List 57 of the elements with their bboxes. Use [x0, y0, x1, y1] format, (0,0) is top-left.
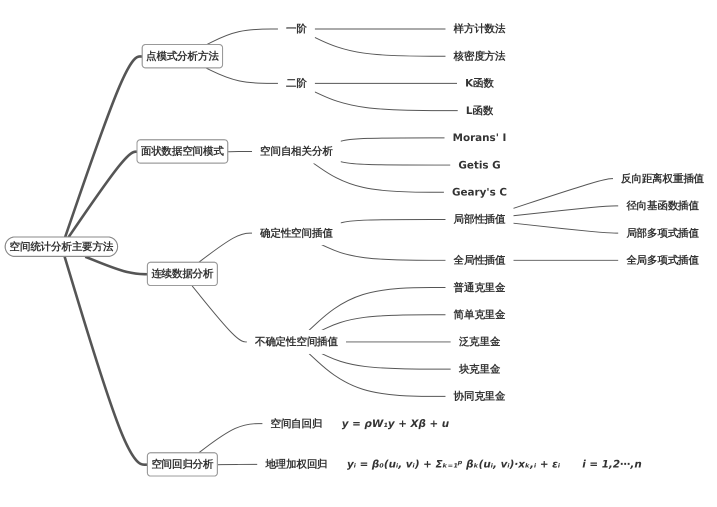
connector — [67, 150, 138, 238]
node-text: 普通克里金 — [454, 281, 506, 294]
connector — [314, 28, 446, 30]
connector — [321, 353, 452, 370]
node-text: 全局性插值 — [454, 254, 506, 266]
connector — [84, 256, 148, 276]
connector — [340, 219, 446, 224]
connector — [206, 68, 279, 84]
connector — [312, 162, 445, 193]
connector — [340, 161, 452, 166]
node-text: Geary's C — [452, 186, 507, 198]
node-text: L函数 — [466, 104, 494, 116]
connector — [228, 150, 253, 152]
node-label: y = ρW₁y + Xβ + u — [342, 417, 450, 430]
node-text: K函数 — [465, 76, 494, 90]
node-text: 确定性空间插值 — [260, 226, 333, 239]
node-label: i = 1,2⋯,n — [582, 458, 642, 470]
node-text: 简单克里金 — [454, 308, 506, 321]
node-text: 块克里金 — [458, 362, 500, 375]
node-text: 不确定性空间插值 — [254, 335, 338, 348]
connector — [321, 244, 446, 261]
connector — [206, 28, 279, 46]
connector — [314, 91, 459, 112]
connector — [198, 423, 264, 454]
node-text: 空间自回归 — [270, 417, 322, 430]
connector — [63, 256, 148, 466]
connector — [321, 314, 446, 331]
node-text: Morans' I — [452, 131, 506, 144]
node-text: 二阶 — [286, 76, 307, 90]
connector — [512, 260, 619, 261]
node-text: 反向距离权重插值 — [621, 172, 704, 184]
connector — [512, 205, 619, 216]
node-text: 协同克里金 — [454, 390, 506, 402]
node-text: 泛克里金 — [458, 335, 500, 348]
node-text: 一阶 — [286, 22, 307, 35]
connector — [217, 464, 258, 466]
connector — [198, 232, 253, 264]
node-label: yᵢ = β₀(uᵢ, vᵢ) + Σₖ₌₁ᵖ βₖ(uᵢ, vᵢ)·xₖ,ᵢ + εᵢ — [346, 458, 560, 470]
connector — [345, 341, 452, 342]
connector — [314, 82, 458, 84]
connector — [308, 287, 446, 331]
node-text: 径向基函数插值 — [626, 199, 699, 212]
node-text: 核密度方法 — [454, 50, 506, 62]
node-text: 地理加权回归 — [265, 458, 328, 470]
node-text: 局部性插值 — [454, 213, 506, 226]
node-text: Getis G — [458, 158, 501, 171]
node-text: 样方计数法 — [454, 22, 506, 35]
connector — [314, 36, 446, 57]
connector — [192, 285, 248, 342]
node-text: 全局多项式插值 — [626, 254, 699, 266]
connector — [512, 222, 619, 234]
connector — [308, 353, 446, 397]
node-text: 空间自相关分析 — [260, 144, 333, 158]
connector — [340, 137, 446, 142]
connector — [64, 55, 143, 238]
node-text: 局部多项式插值 — [626, 226, 699, 239]
connector — [512, 178, 614, 209]
